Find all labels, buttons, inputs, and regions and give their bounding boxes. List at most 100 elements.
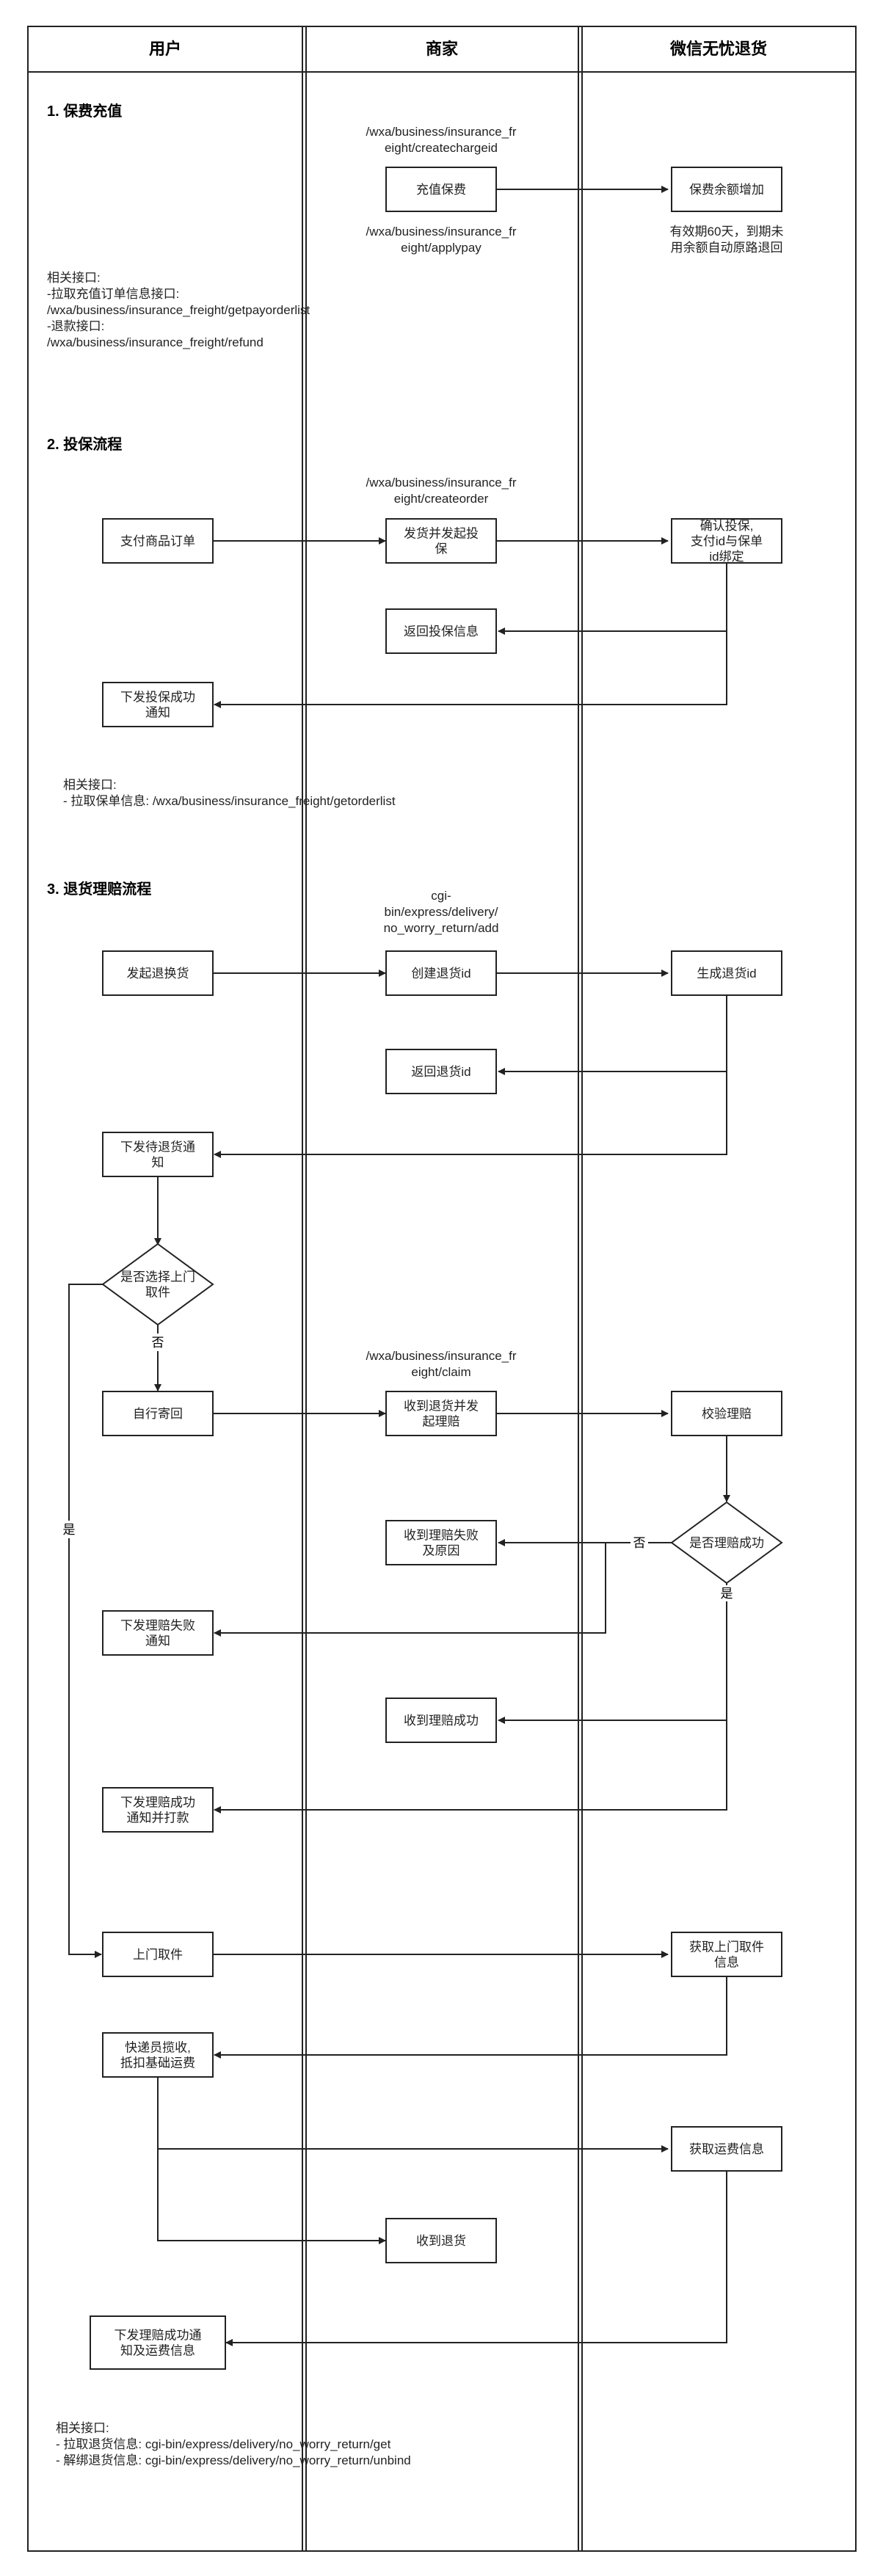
node-notify-insure-ok-label-line: 通知 [145,706,170,720]
note-insure-related-apis: 相关接口:- 拉取保单信息: /wxa/business/insurance_f… [63,778,396,808]
annotations: /wxa/business/insurance_fr eight/createch… [47,125,783,2467]
node-notify-claim-fail-label-line: 通知 [145,1634,170,1648]
node-gen-return-id-label-line: 生成退货id [697,967,756,980]
node-gen-return-id-shape [671,950,782,996]
node-ship-insure-label-line: 保 [435,542,448,556]
node-self-send-label-line: 自行寄回 [133,1407,183,1421]
note-return-related-apis-line: - 解绑退货信息: cgi-bin/express/delivery/no_wo… [56,2453,411,2467]
node-balance-up-shape [671,167,782,212]
edge-info-to-courier [214,1977,727,2059]
note-return-related-apis: 相关接口: - 拉取退货信息: cgi-bin/express/delivery/… [56,2421,411,2467]
api-claim-line: /wxa/business/insurance_fr [366,1349,516,1363]
node-choose-pickup-label-line: 是否选择上门 [120,1270,195,1284]
node-self-send: 自行寄回 [102,1391,214,1436]
node-verify-claim-label-line: 校验理赔 [702,1407,752,1421]
node-receive-return: 收到退货 [385,2218,497,2263]
swimlanes: 用户 商家 微信无忧退货 [27,26,857,2552]
node-courier-label-line: 抵扣基础运费 [120,2056,195,2070]
node-get-pickup-info-label-line: 信息 [714,1956,739,1970]
node-confirm-insure-label-line: id绑定 [709,550,744,564]
api-createchargeid-line: eight/createchargeid [385,141,498,155]
node-notify-claim-ok-freight-shape [90,2315,226,2370]
edge-gen-to-return-id [498,996,727,1075]
lane-title-user: 用户 [149,40,181,58]
api-createchargeid: /wxa/business/insurance_freight/createch… [366,125,516,155]
node-courier: 快递员揽收,抵扣基础运费 [102,2032,214,2078]
swimlane-frame [27,26,857,2552]
node-start-return-label-line: 发起退换货 [127,967,189,980]
api-applypay-line: eight/applypay [401,241,482,255]
api-delivery-add-line: bin/express/delivery/ [385,905,498,919]
node-notify-claim-ok-freight-label-line: 下发理赔成功通 [115,2329,202,2343]
node-get-freight-info-label-line: 获取运费信息 [689,2142,764,2156]
note-recharge-related-apis-line: /wxa/business/insurance_freight/getpayor… [47,303,310,317]
node-pickup-shape [102,1932,214,1977]
node-self-send-shape [102,1391,214,1436]
section-title-return-claim: 3. 退货理赔流程 [47,880,151,898]
node-courier-shape [102,2032,214,2078]
node-pay-order: 支付商品订单 [102,518,214,564]
node-receive-claim-label-line: 收到退货并发 [404,1400,479,1413]
node-claim-success-q: 是否理赔成功 [670,1501,783,1584]
node-create-return-id-shape [385,950,497,996]
node-notify-claim-ok-pay-label-line: 下发理赔成功 [120,1796,195,1810]
edge-confirm-to-return-info [498,564,727,635]
edge-label-no-2: 否 [633,1536,646,1550]
node-ship-insure-shape [385,518,497,564]
api-claim: /wxa/business/insurance_fr eight/claim [366,1349,516,1379]
section-title-insure: 2. 投保流程 [47,435,122,453]
note-balance-expiry-line: 有效期60天，到期未 [670,225,784,239]
node-return-return-id: 返回退货id [385,1049,497,1094]
node-start-return-shape [102,950,214,996]
lane-title-wechat: 微信无忧退货 [669,40,767,58]
node-notify-claim-fail-shape [102,1610,214,1656]
node-return-insure-info-label-line: 返回投保信息 [404,625,479,638]
note-recharge-related-apis-line: -退款接口: [47,319,104,333]
node-get-freight-info-shape [671,2126,782,2172]
node-claim-fail-reason-shape [385,1520,497,1565]
node-pay-order-shape [102,518,214,564]
node-claim-success-shape [385,1698,497,1743]
node-notify-claim-ok-pay-shape [102,1787,214,1833]
node-recharge-label-line: 充值保费 [416,183,466,197]
node-create-return-id: 创建退货id [385,950,497,996]
edge-decision-no-to-notify-fail [214,1543,606,1637]
node-pickup: 上门取件 [102,1932,214,1977]
note-insure-related-apis-line: 相关接口: [63,778,117,792]
node-choose-pickup-label-line: 取件 [145,1286,170,1300]
node-confirm-insure-shape [671,518,782,564]
node-confirm-insure-label-line: 确认投保, [700,519,754,533]
api-applypay-line: /wxa/business/insurance_fr [366,225,516,239]
node-notify-claim-fail-label-line: 下发理赔失败 [120,1619,195,1633]
node-get-freight-info: 获取运费信息 [671,2126,782,2172]
node-notify-claim-ok-freight-label-line: 知及运费信息 [120,2344,195,2358]
api-delivery-add-line: no_worry_return/add [384,921,499,935]
note-return-related-apis-line: 相关接口: [56,2421,109,2435]
node-claim-success: 收到理赔成功 [385,1698,497,1743]
edge-decision-yes [68,1284,103,1958]
note-return-related-apis-line: - 拉取退货信息: cgi-bin/express/delivery/no_wo… [56,2437,391,2451]
edge-gen-to-notify-pending [214,1071,727,1158]
node-claim-success-label-line: 收到理赔成功 [404,1714,479,1728]
node-return-return-id-shape [385,1049,497,1094]
api-createorder-line: eight/createorder [394,492,489,506]
node-balance-up-label-line: 保费余额增加 [689,183,764,197]
node-receive-return-label-line: 收到退货 [416,2234,466,2248]
note-recharge-related-apis-line: 相关接口: [47,271,101,285]
node-create-return-id-label-line: 创建退货id [411,967,470,980]
node-courier-label-line: 快递员揽收, [125,2041,191,2055]
edge-decision-yes-to-notify-ok [214,1720,727,1813]
node-verify-claim-shape [671,1391,782,1436]
api-claim-line: eight/claim [411,1365,470,1379]
